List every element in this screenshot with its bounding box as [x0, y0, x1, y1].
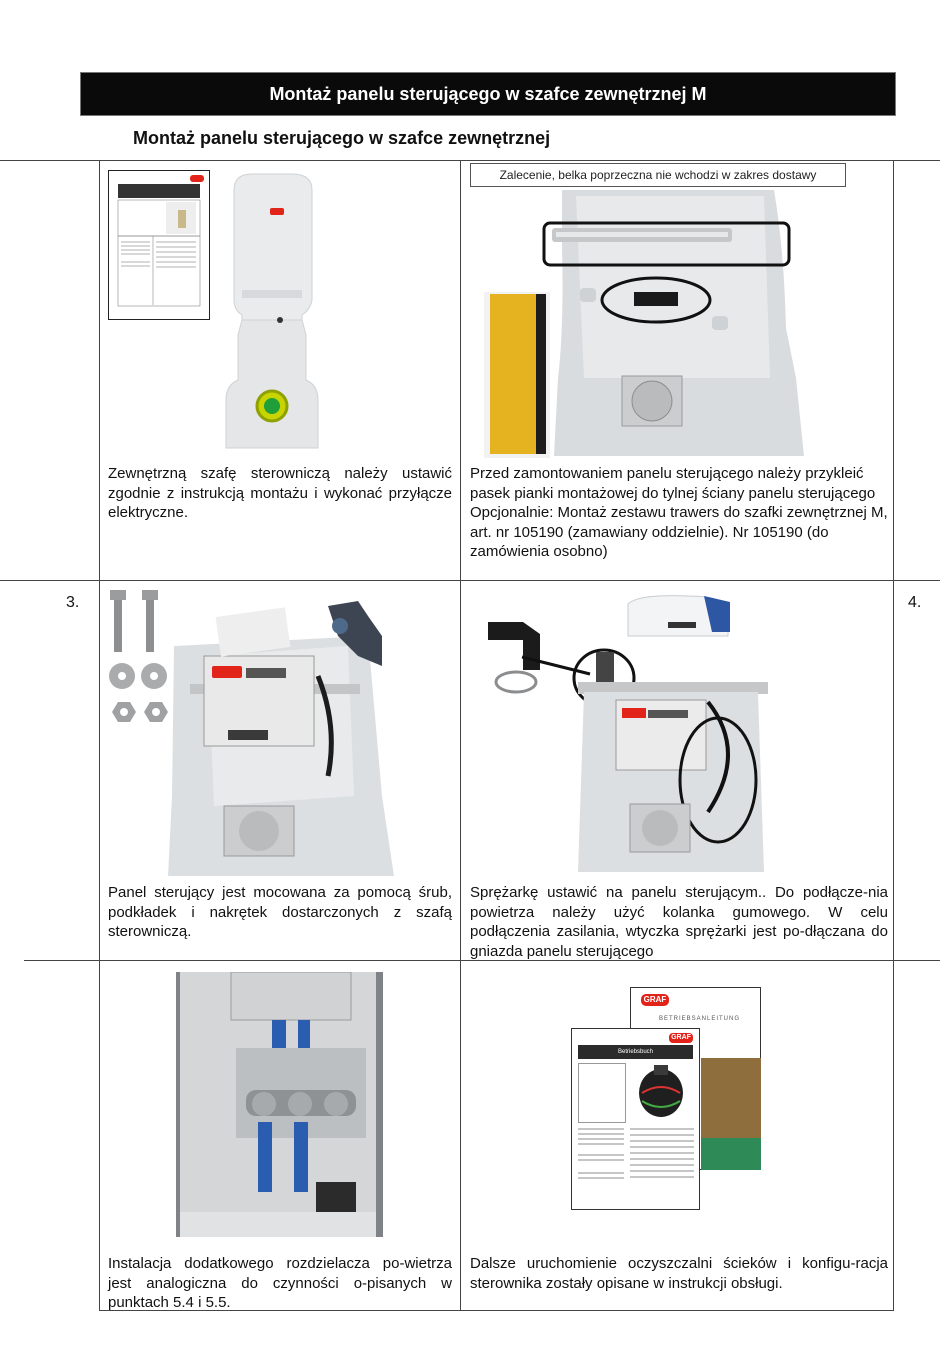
booklet-back-title: BETRIEBSANLEITUNG	[659, 1016, 741, 1022]
outdoor-cabinet-photo	[222, 170, 322, 454]
compressor-connection-photo	[468, 592, 778, 878]
table-line-row2	[24, 960, 940, 961]
step-number-4: 4.	[908, 594, 922, 611]
table-col-line-2	[460, 160, 461, 1310]
step-text-6: Dalsze uruchomienie oczyszczalni ścieków…	[470, 1255, 888, 1292]
section-subtitle: Montaż panelu sterującego w szafce zewnę…	[133, 128, 551, 148]
graf-logo-front: GRAF	[669, 1033, 693, 1043]
table-line-bottom	[99, 1310, 894, 1311]
step-number-3: 3.	[66, 594, 80, 611]
air-distributor-photo	[176, 972, 383, 1237]
booklet-front-lines	[578, 1125, 694, 1205]
tank-image	[628, 1063, 694, 1121]
recommendation-note: Zalecenie, belka poprzeczna nie wchodzi …	[470, 163, 846, 187]
booklet-back-footer	[701, 1138, 761, 1170]
table-col-line-3	[893, 160, 894, 1310]
step-text-3: Panel sterujący jest mocowana za pomocą …	[108, 884, 452, 940]
recommendation-note-text: Zalecenie, belka poprzeczna nie wchodzi …	[499, 168, 817, 182]
screws-washers-nuts-photo	[104, 588, 170, 738]
step-text-5: Instalacja dodatkowego rozdzielacza po-w…	[108, 1255, 452, 1311]
booklet-front: GRAF Betriebsbuch	[571, 1028, 700, 1210]
step-text-1-right: Przed zamontowaniem panelu sterującego n…	[470, 465, 888, 560]
booklet-front-box	[578, 1063, 626, 1123]
cabinet-interior-photo	[484, 188, 808, 458]
graf-logo-back: GRAF	[641, 994, 669, 1006]
table-line-top	[0, 160, 940, 161]
section-title: Montaż panelu sterującego w szafce zewnę…	[269, 83, 707, 104]
step-text-4: Sprężarkę ustawić na panelu sterującym..…	[470, 884, 888, 960]
manual-thumbnail	[108, 170, 210, 320]
table-col-line-1	[99, 160, 100, 1310]
section-title-bar: Montaż panelu sterującego w szafce zewnę…	[80, 72, 896, 116]
table-line-row1	[0, 580, 940, 581]
step-text-1-left: Zewnętrzną szafę sterowniczą należy usta…	[108, 465, 452, 521]
control-panel-mounting-photo	[168, 596, 396, 878]
booklet-front-title: Betriebsbuch	[578, 1045, 693, 1059]
